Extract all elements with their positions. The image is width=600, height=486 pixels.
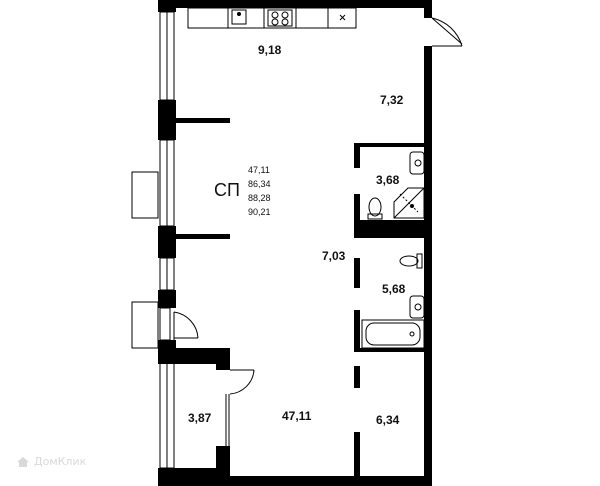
stove-icon (267, 9, 293, 27)
area-value-3: 88,28 (248, 193, 271, 203)
room-label-corridor-middle: 7,03 (322, 249, 346, 263)
toilet-icon (367, 197, 383, 220)
area-value-2: 86,34 (248, 179, 271, 189)
room-label-corridor-upper: 7,32 (380, 93, 404, 107)
walls (158, 0, 432, 486)
room-label-bedroom: 6,34 (376, 413, 400, 427)
storage-door-swing-icon (225, 369, 255, 446)
shower-icon (393, 187, 425, 219)
sink-icon (231, 9, 247, 25)
room-label-living: 47,11 (282, 409, 312, 423)
apartment-type-label: СП (214, 180, 240, 200)
room-label-bathroom-2: 5,68 (382, 282, 406, 296)
room-label-storage: 3,87 (188, 411, 212, 425)
sink-icon (409, 151, 425, 175)
room-labels: 9,18 7,32 3,68 7,03 5,68 3,87 47,11 6,34 (188, 43, 406, 427)
watermark-text: ДомКлик (34, 455, 87, 468)
home-icon (17, 456, 29, 467)
windows (131, 11, 175, 469)
balcony-door (159, 307, 199, 341)
apartment-info: СП 47,11 86,34 88,28 90,21 (214, 165, 271, 217)
area-value-1: 47,11 (248, 165, 270, 175)
sink-icon (409, 295, 425, 319)
bathtub-icon (361, 319, 425, 349)
toilet-icon (399, 253, 423, 269)
bathroom-1-fixtures (367, 151, 425, 220)
area-value-4: 90,21 (248, 207, 271, 217)
watermark: ДомКлик (16, 455, 86, 468)
room-label-bathroom-1: 3,68 (376, 173, 400, 187)
entrance-door-swing-icon (431, 17, 463, 47)
fridge-x-icon (339, 14, 346, 21)
bathroom-2-fixtures (361, 253, 425, 349)
room-label-kitchen: 9,18 (258, 43, 282, 57)
kitchen-counter (187, 7, 357, 29)
